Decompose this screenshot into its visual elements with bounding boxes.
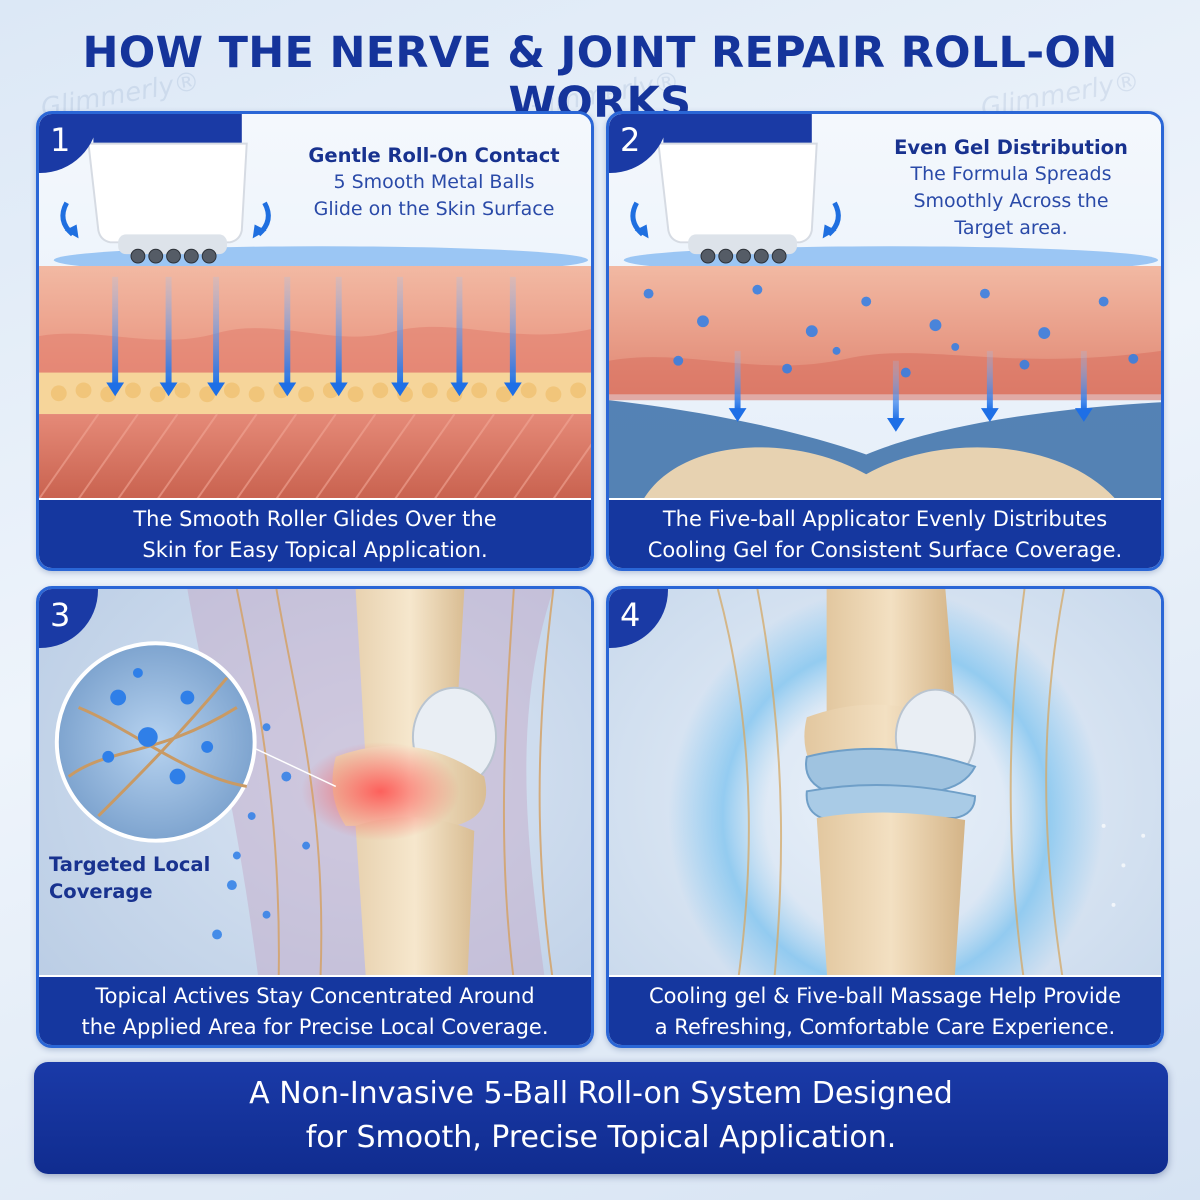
step-panel-1: 1 Gentle Roll-On Contact 5 Smooth Metal … [36, 111, 594, 571]
gel-distribution-illustration [609, 114, 1161, 568]
step-caption: Cooling gel & Five-ball Massage Help Pro… [609, 975, 1161, 1045]
summary-banner: A Non-Invasive 5-Ball Roll-on System Des… [34, 1062, 1168, 1174]
caption-line: The Smooth Roller Glides Over the [133, 507, 497, 531]
skin-layers-illustration [39, 114, 591, 568]
caption-line: Cooling gel & Five-ball Massage Help Pro… [648, 984, 1122, 1008]
caption-line: Skin for Easy Topical Application. [142, 538, 488, 562]
caption-line: the Applied Area for Precise Local Cover… [81, 1015, 549, 1039]
caption-line: Cooling Gel for Consistent Surface Cover… [647, 538, 1123, 562]
callout-gentle-roll-on: Gentle Roll-On Contact 5 Smooth Metal Ba… [289, 142, 579, 223]
step-caption: Topical Actives Stay Concentrated Around… [39, 975, 591, 1045]
caption-line: a Refreshing, Comfortable Care Experienc… [654, 1015, 1116, 1039]
step-number-badge: 1 [39, 114, 98, 173]
step-caption: The Smooth Roller Glides Over the Skin f… [39, 498, 591, 568]
callout-title-line: Coverage [49, 880, 153, 903]
callout-even-gel: Even Gel Distribution The Formula Spread… [871, 134, 1151, 242]
page-title: HOW THE NERVE & JOINT REPAIR ROLL-ON WOR… [82, 28, 1118, 128]
step-panel-4: 4 Cooling gel & Five-ball Massage Help P… [606, 586, 1164, 1048]
banner-line: for Smooth, Precise Topical Application. [305, 1120, 897, 1155]
callout-line: Target area. [954, 217, 1068, 239]
step-caption: The Five-ball Applicator Evenly Distribu… [609, 498, 1161, 568]
step-panel-2: 2 Even Gel Distribution The Formula Spre… [606, 111, 1164, 571]
caption-line: Topical Actives Stay Concentrated Around [95, 984, 535, 1008]
callout-line: The Formula Spreads [910, 163, 1112, 185]
callout-title: Even Gel Distribution [894, 136, 1128, 159]
callout-line: Glide on the Skin Surface [313, 198, 555, 220]
banner-line: A Non-Invasive 5-Ball Roll-on System Des… [249, 1076, 953, 1111]
healthy-knee-illustration [609, 589, 1161, 1045]
callout-title: Gentle Roll-On Contact [308, 144, 560, 167]
callout-line: Smoothly Across the [913, 190, 1109, 212]
caption-line: The Five-ball Applicator Evenly Distribu… [662, 507, 1108, 531]
callout-line: 5 Smooth Metal Balls [333, 171, 535, 193]
step-panel-3: 3 Targeted Local Coverage Topical Active… [36, 586, 594, 1048]
callout-targeted-coverage: Targeted Local Coverage [49, 851, 229, 905]
knee-nerve-illustration [39, 589, 591, 1045]
callout-title-line: Targeted Local [49, 853, 211, 876]
